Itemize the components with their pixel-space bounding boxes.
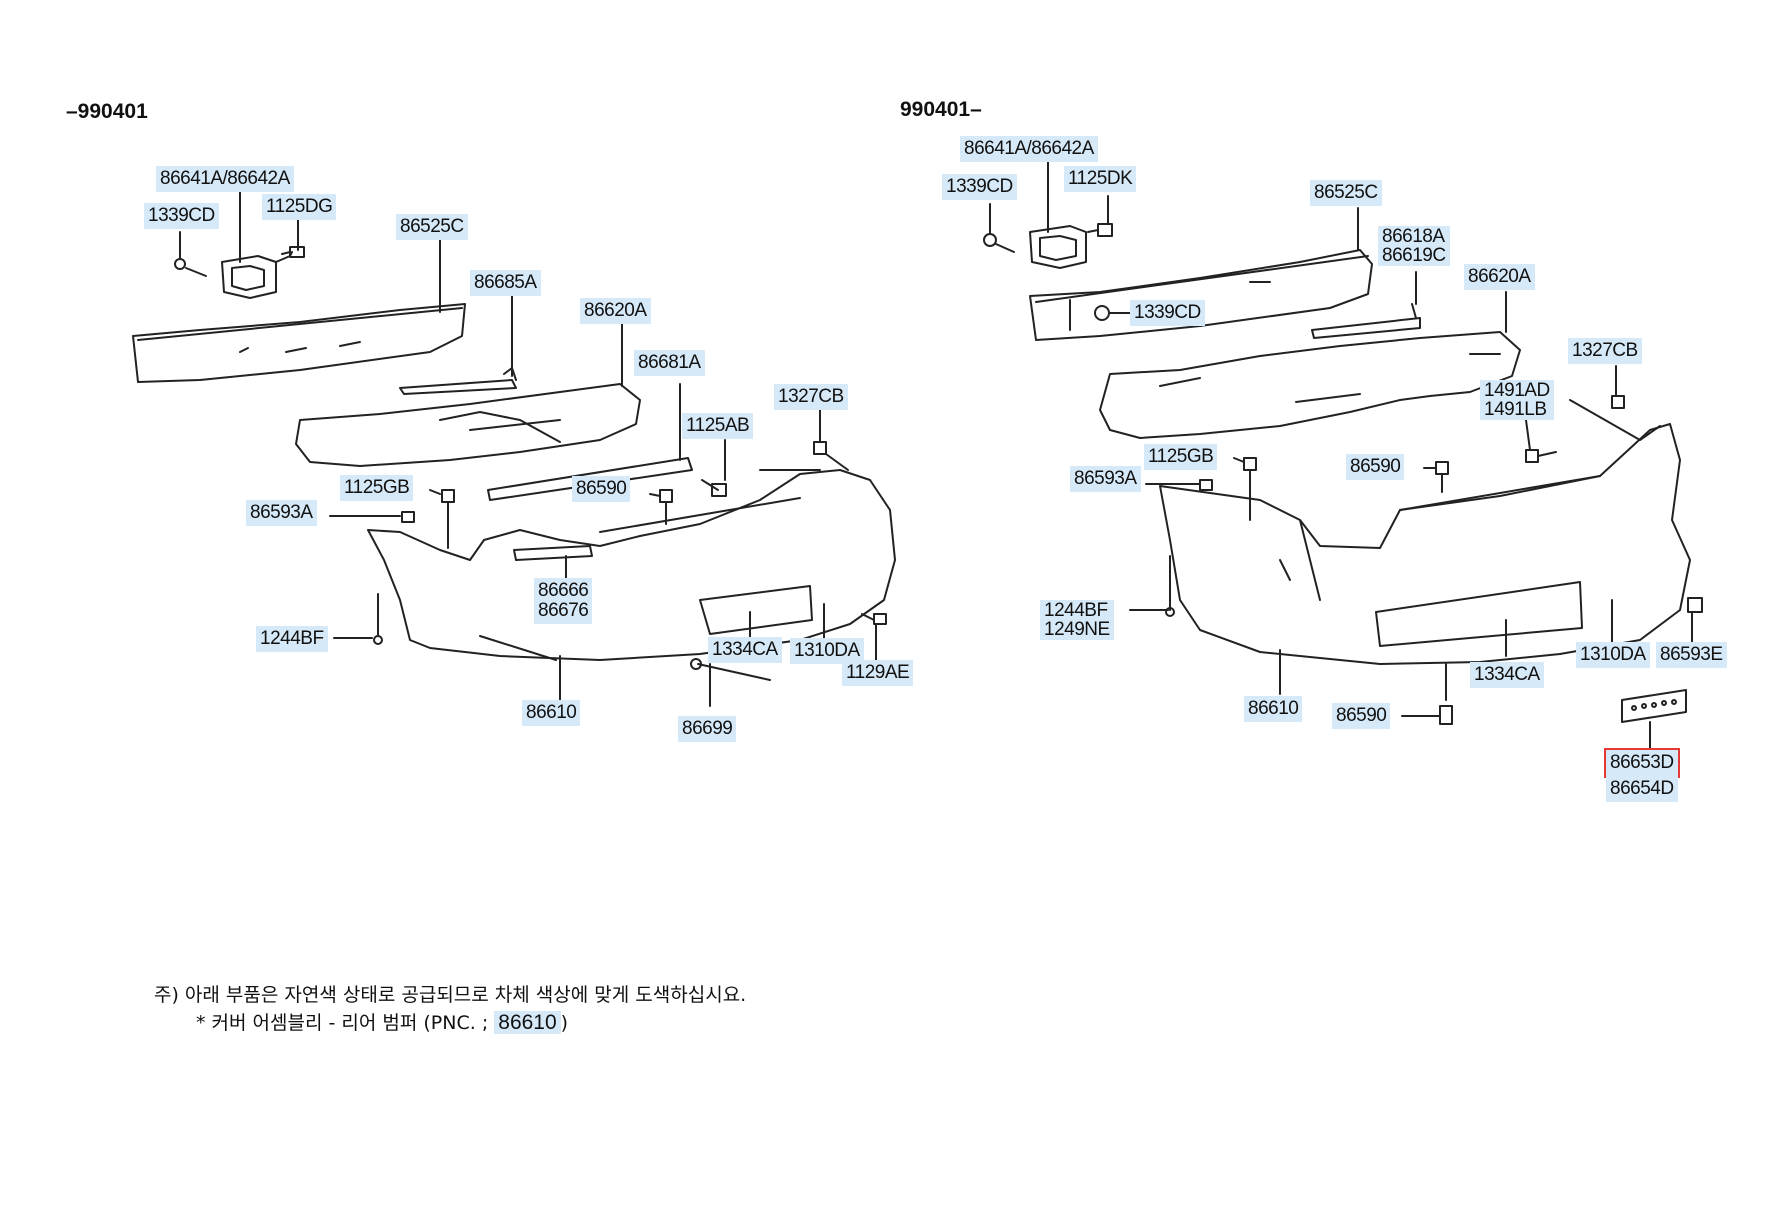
left-bracket-86641A-part — [221, 251, 293, 299]
label-1125GB-right[interactable]: 1125GB — [1144, 444, 1218, 470]
left-range-label: –990401 — [66, 100, 148, 123]
right-bumper-86610-part — [1159, 423, 1691, 665]
right-absorber-86620A-part — [1099, 331, 1521, 439]
left-pin-1244BF-part — [373, 593, 383, 645]
label-1244BF-1249NE[interactable]: 1244BF 1249NE — [1040, 600, 1114, 640]
label-1334CA-right[interactable]: 1334CA — [1470, 662, 1544, 688]
left-strip-86681A-part — [487, 457, 693, 501]
label-1334CA[interactable]: 1334CA — [708, 637, 782, 663]
label-86590-right-bottom[interactable]: 86590 — [1332, 703, 1391, 729]
left-bolt-86590-part — [659, 489, 673, 525]
right-bolt-1125GB-part — [1243, 457, 1257, 521]
label-1125DG[interactable]: 1125DG — [262, 194, 337, 220]
left-bracket-86666-part — [513, 545, 593, 561]
label-1339CD-right[interactable]: 1339CD — [942, 174, 1017, 200]
label-86525C-right[interactable]: 86525C — [1310, 180, 1382, 206]
right-bolt-1491AD-part — [1525, 449, 1557, 463]
label-1339CD[interactable]: 1339CD — [144, 203, 219, 229]
label-86590[interactable]: 86590 — [572, 476, 631, 502]
label-86620A[interactable]: 86620A — [580, 298, 651, 324]
left-bolt-1125GB-part — [441, 489, 455, 549]
label-1125GB[interactable]: 1125GB — [340, 475, 414, 501]
footnote-suffix: ) — [560, 1012, 569, 1034]
left-absorber-86620A-part — [295, 383, 641, 467]
left-bumper-86610-part — [367, 469, 896, 661]
label-86593A-right[interactable]: 86593A — [1070, 466, 1141, 492]
left-bolt-1339CD-part — [174, 258, 207, 277]
label-1491AD-1491LB[interactable]: 1491AD 1491LB — [1480, 380, 1554, 420]
right-bolt-1125DK-part — [1087, 223, 1113, 237]
right-reflector-86653D-part — [1621, 689, 1687, 723]
label-86641A-86642A-right[interactable]: 86641A/86642A — [960, 136, 1098, 162]
right-beam-86525C-part — [1029, 249, 1373, 341]
label-86610-right[interactable]: 86610 — [1244, 696, 1303, 722]
right-clip-86593E-part — [1687, 597, 1703, 613]
label-1491AD: 1491AD — [1484, 380, 1550, 401]
label-1327CB[interactable]: 1327CB — [774, 384, 848, 410]
left-bolt-1129AE-part — [861, 613, 887, 625]
right-bracket-86618A-part — [1311, 303, 1421, 339]
label-86699[interactable]: 86699 — [678, 716, 737, 742]
label-86653D[interactable]: 86653D — [1604, 748, 1680, 778]
right-range-label: 990401– — [900, 98, 982, 121]
label-86619C: 86619C — [1382, 245, 1446, 266]
right-clip-86593A-part — [1199, 479, 1213, 491]
label-1339CD-mid[interactable]: 1339CD — [1130, 300, 1205, 326]
label-86618A-86619C[interactable]: 86618A 86619C — [1378, 226, 1450, 266]
label-1249NE: 1249NE — [1044, 619, 1110, 640]
footnote-pnc-link[interactable]: 86610 — [494, 1011, 561, 1034]
right-pin-86590-bottom-part — [1439, 663, 1453, 725]
label-1129AE[interactable]: 1129AE — [842, 660, 914, 686]
label-86590-right-mid[interactable]: 86590 — [1346, 454, 1405, 480]
left-clip-86593A-part — [401, 511, 415, 523]
label-86685A[interactable]: 86685A — [470, 270, 541, 296]
label-86654D[interactable]: 86654D — [1606, 776, 1678, 802]
right-leader-lines — [989, 161, 1693, 757]
label-1244BF[interactable]: 1244BF — [256, 626, 328, 652]
label-86676[interactable]: 86676 — [534, 598, 593, 624]
label-1125AB[interactable]: 1125AB — [682, 413, 754, 439]
label-1327CB-right[interactable]: 1327CB — [1568, 338, 1642, 364]
label-86610[interactable]: 86610 — [522, 700, 581, 726]
right-bolt-86590-mid-part — [1435, 461, 1449, 493]
label-86593E[interactable]: 86593E — [1656, 642, 1727, 668]
footnote-line-1: 주) 아래 부품은 자연색 상태로 공급되므로 차체 색상에 맞게 도색하십시요… — [154, 984, 747, 1006]
label-1244BF-right: 1244BF — [1044, 600, 1108, 621]
label-86681A[interactable]: 86681A — [634, 350, 705, 376]
footnote-prefix: * 커버 어셈블리 - 리어 범퍼 (PNC. ; — [196, 1012, 495, 1034]
label-86593A[interactable]: 86593A — [246, 500, 317, 526]
left-bolt-1327CB-part — [813, 441, 849, 471]
footnote-line-2: * 커버 어셈블리 - 리어 범퍼 (PNC. ; 86610) — [196, 1008, 568, 1035]
right-nut-1339CD-part — [1094, 305, 1131, 321]
left-bolt-1125AB-part — [701, 479, 727, 497]
left-beam-86525C-part — [132, 303, 466, 383]
right-bolt-1339CD-part — [983, 233, 1015, 253]
left-leader-lines — [179, 191, 877, 707]
label-86620A-right[interactable]: 86620A — [1464, 264, 1535, 290]
label-1491LB: 1491LB — [1484, 399, 1547, 420]
label-1310DA-right[interactable]: 1310DA — [1576, 642, 1650, 668]
label-86641A-86642A[interactable]: 86641A/86642A — [156, 166, 294, 192]
label-1125DK[interactable]: 1125DK — [1064, 166, 1137, 192]
label-86618A: 86618A — [1382, 226, 1445, 247]
right-pin-1244BF-part — [1165, 555, 1175, 617]
label-86525C[interactable]: 86525C — [396, 214, 468, 240]
left-bracket-86685A-part — [399, 367, 517, 395]
label-1310DA[interactable]: 1310DA — [790, 638, 864, 664]
right-bracket-86641A-part — [1029, 225, 1087, 269]
